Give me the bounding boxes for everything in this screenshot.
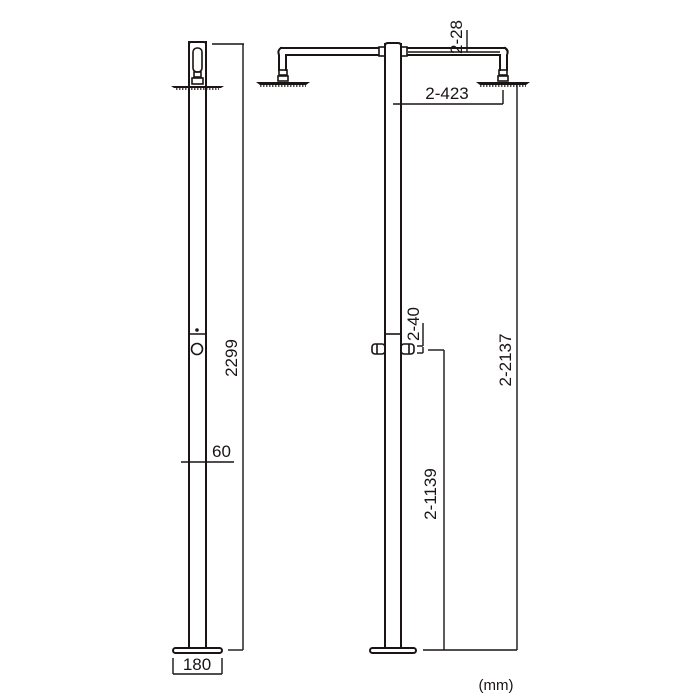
- dim-valve-height: 2-1139: [421, 349, 445, 650]
- front-showerhead-left: [256, 82, 310, 87]
- side-showerhead: [171, 86, 224, 90]
- dim-pipe-diameter: 60: [181, 442, 234, 463]
- dim-valve-offset: 2-40: [404, 307, 424, 354]
- dim-total-height: 2299: [212, 43, 244, 651]
- side-column: [187, 41, 208, 649]
- side-base-plate: [172, 647, 223, 654]
- dim-arm-height: 2-28: [408, 20, 500, 54]
- dim-label-2-40: 2-40: [404, 307, 423, 341]
- units-label: (mm): [479, 677, 514, 694]
- dim-label-2-423: 2-423: [425, 84, 468, 103]
- valve-right-icon: [400, 343, 415, 355]
- front-arm-left: [277, 46, 386, 82]
- front-base-plate: [369, 647, 417, 654]
- dim-base-diameter: 180: [172, 655, 223, 675]
- dim-label-2-28: 2-28: [447, 20, 466, 54]
- dim-label-2-1139: 2-1139: [421, 468, 440, 520]
- valve-left-icon: [371, 343, 386, 355]
- dim-label-2-2137: 2-2137: [496, 334, 515, 387]
- front-valves: [371, 333, 415, 355]
- dim-label-60: 60: [212, 442, 231, 461]
- top-slot-icon: [192, 47, 203, 73]
- dim-label-2299: 2299: [222, 339, 241, 377]
- side-valve: [189, 328, 206, 356]
- dim-label-180: 180: [183, 655, 211, 674]
- front-arm-right: [400, 46, 509, 82]
- front-column: [383, 42, 403, 649]
- side-view: 2299 60 180: [171, 41, 244, 675]
- dim-showerhead-height: 2-2137: [423, 84, 518, 651]
- dim-arm-reach: 2-423: [393, 84, 504, 105]
- front-showerhead-right: [476, 82, 530, 87]
- front-view: 2-28 2-423 2-40 2-1139 2-2137: [256, 20, 530, 654]
